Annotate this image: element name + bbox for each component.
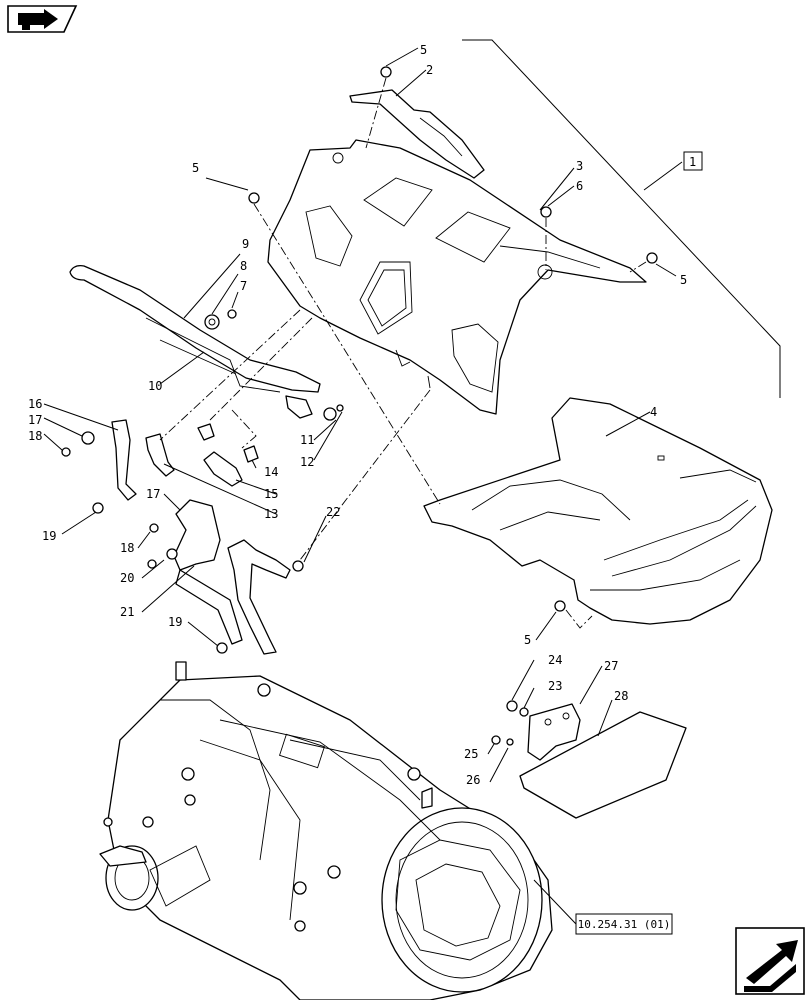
callout-4: 4 bbox=[650, 405, 657, 419]
bolt-5-lower bbox=[554, 600, 566, 612]
callout-8: 8 bbox=[240, 259, 247, 273]
callout-22: 22 bbox=[326, 505, 340, 519]
washer-7 bbox=[227, 309, 237, 319]
callout-3: 3 bbox=[576, 159, 583, 173]
book-arrow-icon[interactable] bbox=[7, 5, 78, 33]
hose-right bbox=[203, 451, 243, 487]
callout-23: 23 bbox=[548, 679, 562, 693]
bracket-21 bbox=[147, 499, 243, 645]
upper-heat-shield bbox=[267, 139, 647, 415]
assembly-lines bbox=[159, 77, 647, 629]
bolt-19-upper bbox=[92, 502, 104, 514]
nut-24 bbox=[506, 700, 518, 712]
bolt-5-top bbox=[380, 66, 392, 78]
fitting-11 bbox=[323, 404, 344, 421]
clamp-14 bbox=[197, 423, 259, 463]
callout-11: 11 bbox=[300, 433, 314, 447]
washer-23 bbox=[519, 707, 529, 717]
callout-16: 16 bbox=[28, 397, 42, 411]
callout-6: 6 bbox=[576, 179, 583, 193]
callout-12: 12 bbox=[300, 455, 314, 469]
bracket-27 bbox=[527, 703, 581, 761]
bolt-5-left bbox=[248, 192, 260, 204]
tube-assembly bbox=[69, 264, 321, 419]
callout-21: 21 bbox=[120, 605, 134, 619]
bolt-19-lower bbox=[216, 642, 228, 654]
callout-20: 20 bbox=[120, 571, 134, 585]
callout-labels: 5 2 3 6 5 5 9 8 7 10 16 17 18 11 12 14 1… bbox=[28, 43, 687, 787]
bracket-16 bbox=[61, 419, 137, 501]
callout-15: 15 bbox=[264, 487, 278, 501]
leader-lines bbox=[43, 47, 677, 925]
callout-19: 19 bbox=[168, 615, 182, 629]
next-page-arrow-icon[interactable] bbox=[735, 927, 805, 995]
callout-18: 18 bbox=[28, 429, 42, 443]
callout-10: 10 bbox=[148, 379, 162, 393]
washer-26 bbox=[506, 738, 514, 746]
callout-18: 18 bbox=[120, 541, 134, 555]
callout-17: 17 bbox=[146, 487, 160, 501]
bolt-25 bbox=[491, 735, 501, 745]
callout-17: 17 bbox=[28, 413, 42, 427]
nut-8 bbox=[204, 314, 220, 330]
assembly-label-box: 1 bbox=[683, 151, 703, 171]
callout-5: 5 bbox=[420, 43, 427, 57]
callout-14: 14 bbox=[264, 465, 278, 479]
callout-5: 5 bbox=[680, 273, 687, 287]
lower-heat-shield bbox=[423, 397, 773, 625]
callout-2: 2 bbox=[426, 63, 433, 77]
shield-bracket bbox=[349, 89, 485, 179]
reference-box[interactable]: 10.254.31 (01) bbox=[575, 913, 673, 935]
callout-26: 26 bbox=[466, 773, 480, 787]
bolt-5-right bbox=[646, 252, 658, 264]
callout-27: 27 bbox=[604, 659, 618, 673]
callout-7: 7 bbox=[240, 279, 247, 293]
callout-24: 24 bbox=[548, 653, 562, 667]
plate-28 bbox=[519, 711, 687, 819]
callout-25: 25 bbox=[464, 747, 478, 761]
reference-label[interactable]: 10.254.31 (01) bbox=[578, 918, 671, 931]
callout-19: 19 bbox=[42, 529, 56, 543]
callout-13: 13 bbox=[264, 507, 278, 521]
callout-9: 9 bbox=[242, 237, 249, 251]
callout-5: 5 bbox=[524, 633, 531, 647]
hose-left bbox=[145, 433, 175, 477]
callout-5: 5 bbox=[192, 161, 199, 175]
assembly-label: 1 bbox=[689, 155, 696, 169]
assembly-leader bbox=[462, 39, 781, 398]
bracket-22 bbox=[227, 539, 304, 655]
callout-28: 28 bbox=[614, 689, 628, 703]
nut-6 bbox=[540, 206, 552, 218]
exhaust-module bbox=[99, 661, 553, 1000]
